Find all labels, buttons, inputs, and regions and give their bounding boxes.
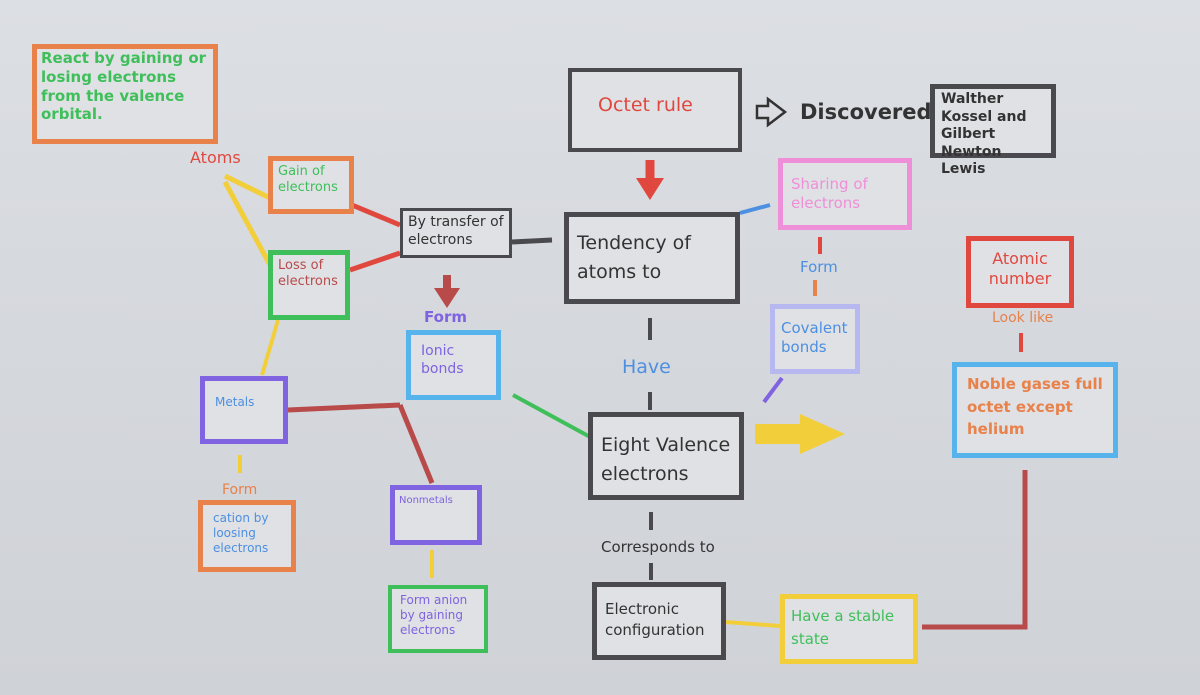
transfer-arrow-head: [434, 288, 460, 308]
react-box: React by gaining or losing electrons fro…: [32, 44, 218, 144]
noble-box: Noble gases full octet except helium: [952, 362, 1118, 458]
electronic-box: Electronic configuration: [592, 582, 726, 660]
connector-nonmetals-down: [397, 404, 435, 484]
loss-box: Loss of electrons: [268, 250, 350, 320]
connector-stable-noble: [922, 470, 1028, 630]
gain-box: Gain of electrons: [268, 156, 354, 214]
cation-box: cation by loosing electrons: [198, 500, 296, 572]
transfer-box: By transfer of electrons: [400, 208, 512, 258]
atomic-box: Atomic number: [966, 236, 1074, 308]
cation-text: cation by loosing electrons: [213, 511, 269, 555]
connector-tendency-sharing: [739, 203, 771, 215]
sharing-text: Sharing of electrons: [791, 175, 868, 212]
connector-atoms-loss: [222, 180, 273, 267]
big-arrow-head: [800, 414, 845, 454]
covalent-box: Covalent bonds: [770, 304, 860, 374]
walther-text: Walther Kossel and Gilbert Newton Lewis: [941, 91, 1027, 177]
connector-ionic-eight: [512, 393, 593, 440]
discovered-label: Discovered: [800, 100, 932, 124]
tendency-text: Tendency of atoms to: [577, 232, 691, 283]
corresponds-label: Corresponds to: [601, 538, 715, 556]
connector-transfer-tendency: [511, 237, 553, 245]
tendency-box: Tendency of atoms to: [564, 212, 740, 304]
transfer-text: By transfer of electrons: [408, 214, 504, 248]
gain-text: Gain of electrons: [278, 164, 338, 196]
eight-box: Eight Valence electrons: [588, 412, 744, 500]
atomic-text: Atomic number: [988, 249, 1052, 288]
covalent-text: Covalent bonds: [781, 319, 848, 356]
stable-box: Have a stable state: [780, 594, 918, 664]
form-covalent-label: Form: [800, 258, 838, 276]
anion-box: Form anion by gaining electrons: [388, 585, 488, 653]
sharing-box: Sharing of electrons: [778, 158, 912, 230]
metals-box: Metals: [200, 376, 288, 444]
discovered-arrow: [755, 96, 788, 128]
eight-text: Eight Valence electrons: [601, 434, 731, 485]
noble-text: Noble gases full octet except helium: [967, 375, 1103, 438]
octet-arrow-head: [636, 178, 664, 200]
form-cation-label: Form: [222, 482, 258, 498]
walther-box: Walther Kossel and Gilbert Newton Lewis: [930, 84, 1056, 177]
connector-gain-transfer: [351, 202, 401, 228]
anion-text: Form anion by gaining electrons: [400, 593, 468, 637]
react-text: React by gaining or losing electrons fro…: [41, 49, 207, 124]
big-arrow-shaft: [755, 424, 803, 444]
lookslike-label: Look like: [992, 310, 1054, 326]
connector-electronic-stable: [725, 620, 781, 628]
nonmetals-text: Nonmetals: [399, 495, 453, 506]
connector-metals-nonmetals: [287, 402, 401, 413]
metals-text: Metals: [215, 395, 255, 409]
ionic-text: Ionic bonds: [421, 343, 464, 377]
electronic-text: Electronic configuration: [605, 600, 705, 639]
octet-text: Octet rule: [598, 94, 693, 116]
connector-atoms-gain: [223, 173, 272, 201]
connector-loss-metals: [260, 319, 280, 376]
octet-box: Octet rule: [568, 68, 742, 152]
ionic-box: Ionic bonds: [406, 330, 501, 400]
stable-text: Have a stable state: [791, 607, 895, 649]
connector-covalent-eight: [762, 376, 784, 404]
form-ionic-label: Form: [424, 308, 467, 326]
connector-loss-transfer: [349, 250, 401, 273]
have-label: Have: [622, 356, 671, 378]
atoms-label: Atoms: [190, 148, 241, 167]
loss-text: Loss of electrons: [278, 258, 338, 290]
nonmetals-box: Nonmetals: [390, 485, 482, 545]
